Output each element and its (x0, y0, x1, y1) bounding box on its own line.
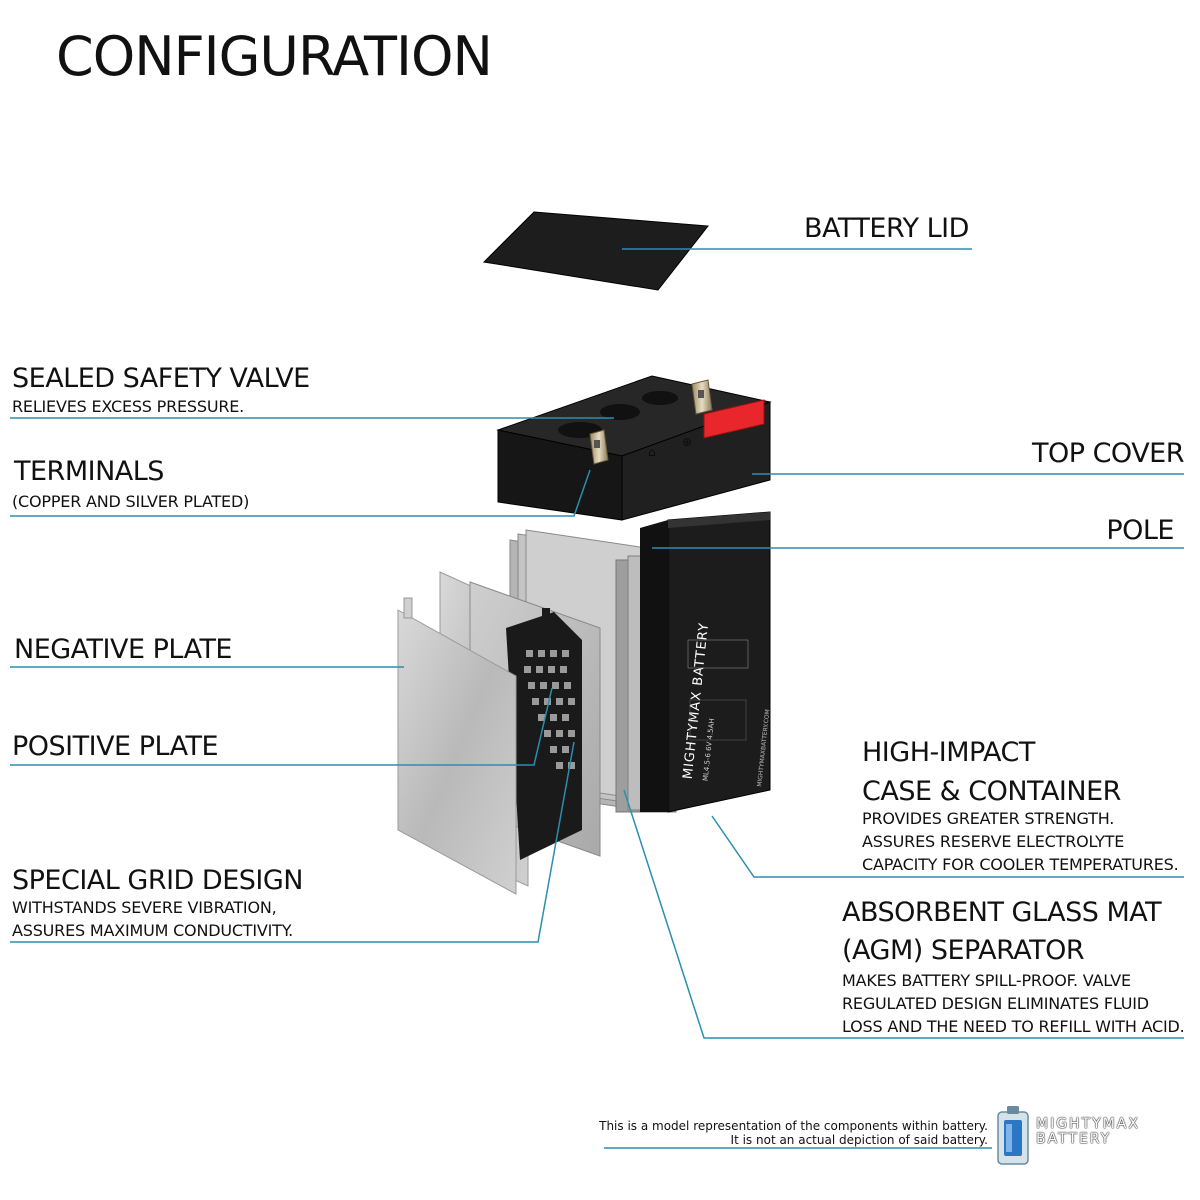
negative-plate (397, 597, 517, 895)
label-agm-line2: (AGM) SEPARATOR (842, 935, 1085, 966)
desc-sealed-safety-valve: RELIEVES EXCESS PRESSURE. (12, 397, 245, 416)
label-positive-plate: POSITIVE PLATE (12, 731, 219, 762)
battery-lid (482, 211, 709, 291)
label-negative-plate: NEGATIVE PLATE (14, 634, 233, 665)
desc-agm-1: MAKES BATTERY SPILL-PROOF. VALVE (842, 971, 1131, 990)
label-terminals: TERMINALS (14, 456, 164, 487)
battery-case (640, 511, 771, 813)
desc-high-impact-2: ASSURES RESERVE ELECTROLYTE (862, 832, 1125, 851)
valve-cap-red (703, 399, 765, 439)
label-special-grid: SPECIAL GRID DESIGN (12, 865, 303, 896)
footer-brand-line1: MIGHTYMAX (1036, 1116, 1140, 1132)
desc-high-impact-3: CAPACITY FOR COOLER TEMPERATURES. (862, 855, 1179, 874)
desc-terminals: (COPPER AND SILVER PLATED) (12, 492, 250, 511)
desc-high-impact-1: PROVIDES GREATER STRENGTH. (862, 809, 1115, 828)
footer-disclaimer: This is a model representation of the co… (599, 1119, 988, 1147)
leader-terminals (10, 469, 591, 517)
terminal-left (589, 429, 609, 465)
footer-brand-line2: BATTERY (1036, 1131, 1112, 1147)
leader-high-impact-case (711, 815, 1184, 878)
leader-lines (10, 248, 1184, 1149)
desc-special-grid-1: WITHSTANDS SEVERE VIBRATION, (12, 898, 277, 917)
label-sealed-safety-valve: SEALED SAFETY VALVE (12, 363, 310, 394)
disclaimer-line2: It is not an actual depiction of said ba… (730, 1133, 988, 1147)
terminal-right (691, 379, 713, 415)
top-cover: ⌂ ⊕ (496, 375, 772, 521)
brand-logo-icon (997, 1106, 1029, 1165)
page-title: CONFIGURATION (56, 25, 493, 88)
label-high-impact-line2: CASE & CONTAINER (862, 776, 1121, 807)
label-top-cover: TOP COVER (1031, 438, 1185, 469)
leader-special-grid (10, 741, 575, 943)
disclaimer-line1: This is a model representation of the co… (599, 1119, 988, 1133)
grid-cells (524, 650, 575, 769)
desc-agm-2: REGULATED DESIGN ELIMINATES FLUID (842, 994, 1149, 1013)
svg-text:⌂: ⌂ (648, 445, 656, 459)
desc-agm-3: LOSS AND THE NEED TO REFILL WITH ACID. (842, 1017, 1185, 1036)
label-pole: POLE (1106, 515, 1174, 546)
leader-agm-separator (623, 789, 1184, 1039)
label-agm-line1: ABSORBENT GLASS MAT (842, 897, 1162, 928)
leader-positive-plate (10, 687, 553, 766)
footer-brand: MIGHTYMAX BATTERY (1036, 1117, 1140, 1147)
label-battery-lid: BATTERY LID (804, 213, 969, 244)
svg-text:⊕: ⊕ (682, 435, 692, 449)
label-high-impact-line1: HIGH-IMPACT (862, 737, 1035, 768)
desc-special-grid-2: ASSURES MAXIMUM CONDUCTIVITY. (12, 921, 293, 940)
